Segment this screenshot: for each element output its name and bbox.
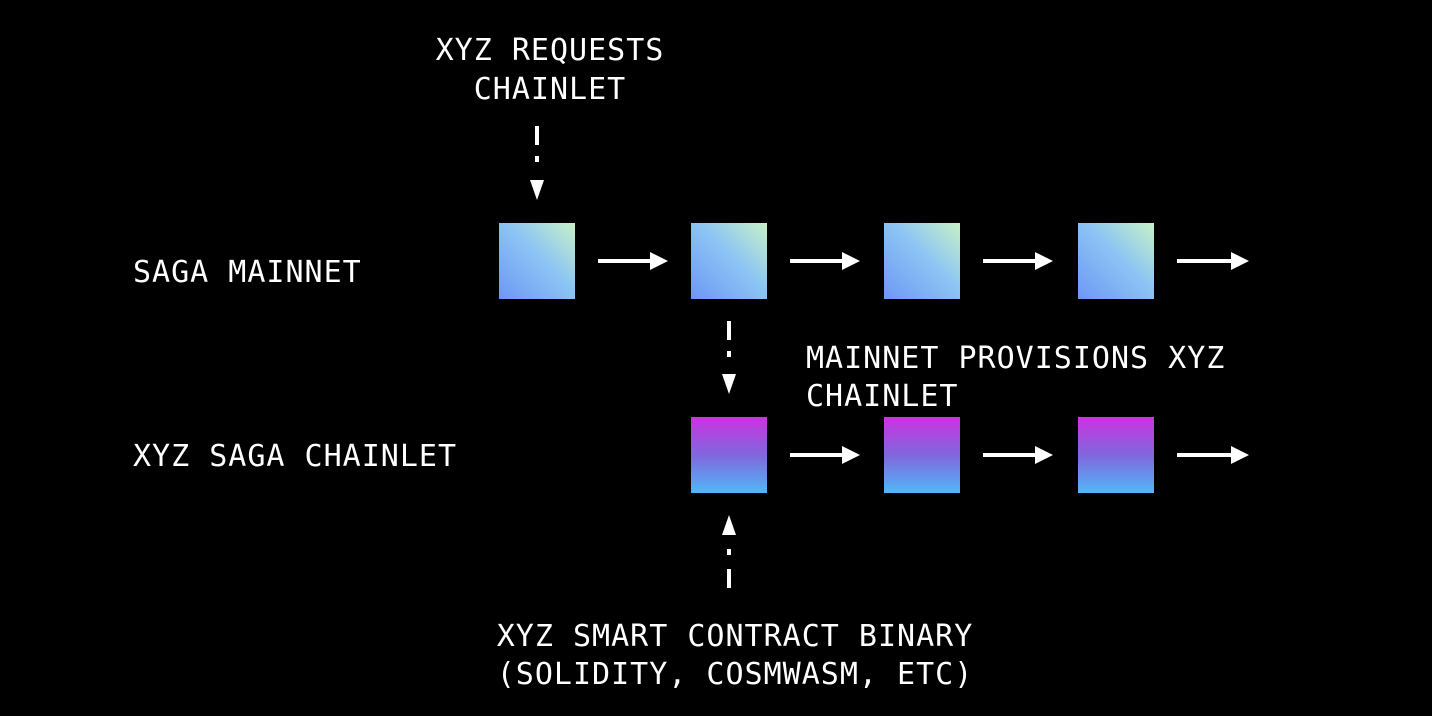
mainnet-block	[884, 223, 960, 299]
mainnet-block	[1078, 223, 1154, 299]
provision-label-line1: MAINNET PROVISIONS XYZ	[806, 341, 1225, 376]
provision-label-line2: CHAINLET	[806, 379, 959, 414]
arrowhead	[1035, 446, 1053, 464]
chainlet-block	[691, 417, 767, 493]
request-dashed-arrow	[530, 126, 544, 200]
mainnet-block	[499, 223, 575, 299]
chainlet-arrowheads	[842, 446, 1249, 464]
binary-dashed-arrow	[722, 515, 736, 588]
binary-label-line2: (SOLIDITY, COSMWASM, ETC)	[497, 657, 974, 692]
chainlet-block	[1078, 417, 1154, 493]
mainnet-arrowheads	[650, 252, 1249, 270]
mainnet-block	[691, 223, 767, 299]
binary-label-line1: XYZ SMART CONTRACT BINARY	[497, 619, 974, 654]
arrowhead	[842, 446, 860, 464]
arrowhead	[1231, 446, 1249, 464]
arrowhead	[1231, 252, 1249, 270]
chainlet-block	[884, 417, 960, 493]
request-label-line2: CHAINLET	[474, 72, 627, 107]
request-label-line1: XYZ REQUESTS	[436, 33, 665, 68]
arrowhead	[650, 252, 668, 270]
provision-dashed-arrow	[722, 321, 736, 394]
mainnet-row-label: SAGA MAINNET	[133, 255, 362, 290]
arrowhead	[1035, 252, 1053, 270]
chainlet-row-label: XYZ SAGA CHAINLET	[133, 439, 457, 474]
arrowhead	[842, 252, 860, 270]
